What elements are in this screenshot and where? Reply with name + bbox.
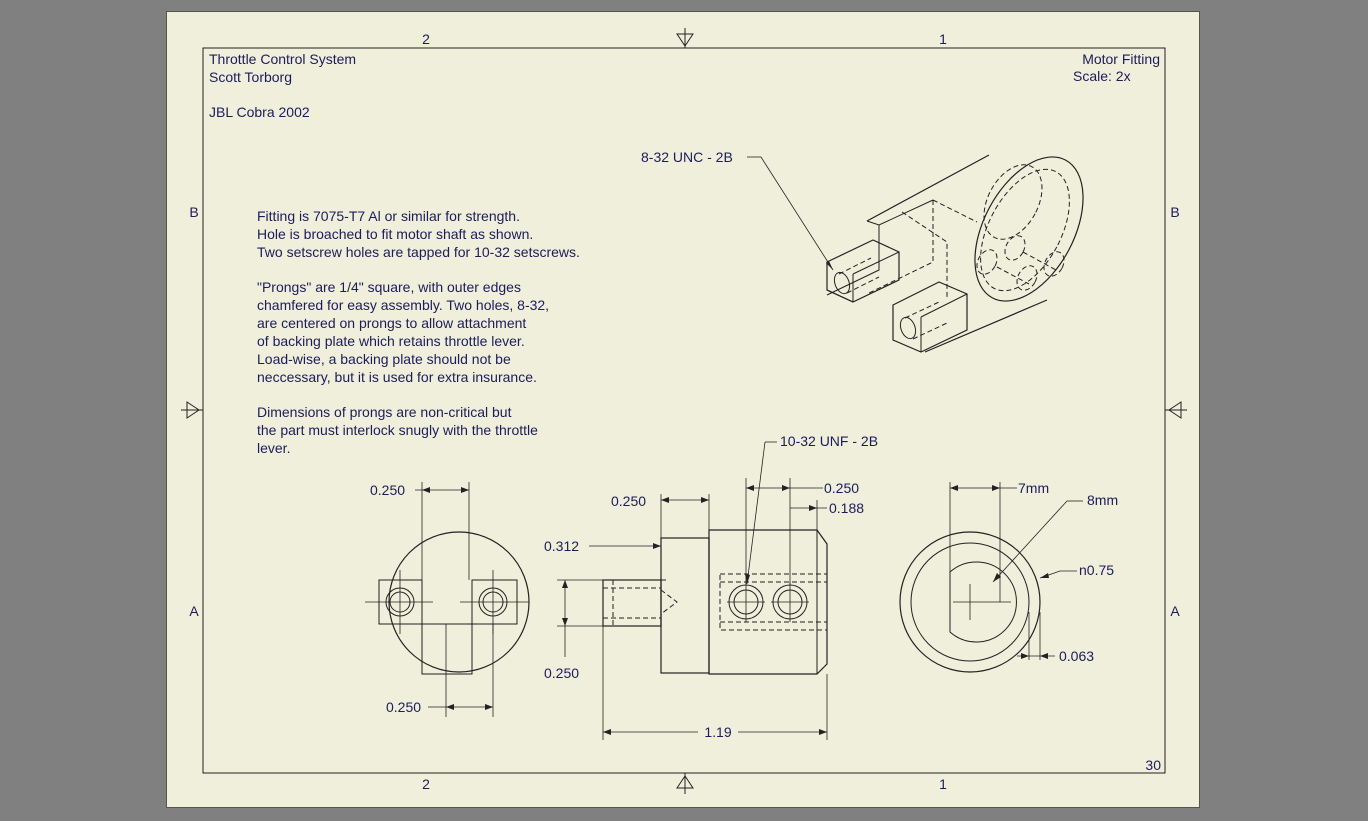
- dim-left-top: 0.250: [370, 482, 405, 498]
- zone-row-a-right: A: [1170, 603, 1180, 619]
- end-view-left: [365, 482, 530, 717]
- side-view: [557, 441, 828, 740]
- dim-total-length: 1.19: [704, 724, 731, 740]
- dim-chamfer: n0.75: [1079, 562, 1114, 578]
- general-notes: Fitting is 7075-T7 Al or similar for str…: [257, 208, 580, 456]
- part-name: Motor Fitting: [1082, 51, 1160, 67]
- dim-bore-8mm: 8mm: [1087, 492, 1118, 508]
- project-title: Throttle Control System: [209, 51, 356, 67]
- zone-row-a-left: A: [189, 603, 199, 619]
- zone-col-2-top: 2: [422, 31, 430, 47]
- note-line: Load-wise, a backing plate should not be: [257, 351, 511, 367]
- isometric-view: [747, 154, 1084, 353]
- note-line: Hole is broached to fit motor shaft as s…: [257, 226, 533, 242]
- zone-row-b-right: B: [1170, 204, 1179, 220]
- note-line: lever.: [257, 440, 290, 456]
- note-line: are centered on prongs to allow attachme…: [257, 315, 526, 331]
- dim-hole-spacing: 0.250: [824, 480, 859, 496]
- dim-prong-length: 0.250: [611, 493, 646, 509]
- centering-mark-bottom: [676, 773, 694, 794]
- centering-mark-left: [181, 401, 203, 419]
- note-line: of backing plate which retains throttle …: [257, 333, 525, 349]
- end-view-right: [899, 482, 1083, 673]
- dim-step: 0.312: [544, 538, 579, 554]
- zone-col-1-bottom: 1: [939, 776, 947, 792]
- note-line: Two setscrew holes are tapped for 10-32 …: [257, 244, 580, 260]
- author-name: Scott Torborg: [209, 69, 292, 85]
- dim-offset: 0.063: [1059, 648, 1094, 664]
- note-line: neccessary, but it is used for extra ins…: [257, 369, 537, 385]
- note-line: Fitting is 7075-T7 Al or similar for str…: [257, 208, 520, 224]
- iso-thread-callout: 8-32 UNC - 2B: [641, 149, 733, 165]
- drawing-sheet: 2 1 2 1 B B A A Throttle Control System …: [166, 11, 1200, 808]
- dim-prong-height: 0.250: [544, 665, 579, 681]
- sheet-number: 30: [1145, 757, 1161, 773]
- zone-col-1-top: 1: [939, 31, 947, 47]
- centering-mark-top: [676, 28, 694, 48]
- side-thread-callout: 10-32 UNF - 2B: [780, 433, 878, 449]
- centering-mark-right: [1165, 401, 1187, 419]
- dim-backdrop: [698, 723, 738, 741]
- zone-row-b-left: B: [189, 204, 198, 220]
- dim-hole-offset: 0.188: [829, 500, 864, 516]
- dim-flat-7mm: 7mm: [1018, 480, 1049, 496]
- team-name: JBL Cobra 2002: [209, 104, 310, 120]
- note-line: the part must interlock snugly with the …: [257, 422, 538, 438]
- note-line: Dimensions of prongs are non-critical bu…: [257, 404, 512, 420]
- note-line: chamfered for easy assembly. Two holes, …: [257, 297, 549, 313]
- dim-left-bottom: 0.250: [386, 699, 421, 715]
- note-line: "Prongs" are 1/4" square, with outer edg…: [257, 279, 521, 295]
- zone-col-2-bottom: 2: [422, 776, 430, 792]
- scale-label: Scale: 2x: [1073, 68, 1131, 84]
- drawing-canvas: 2 1 2 1 B B A A Throttle Control System …: [181, 28, 1187, 794]
